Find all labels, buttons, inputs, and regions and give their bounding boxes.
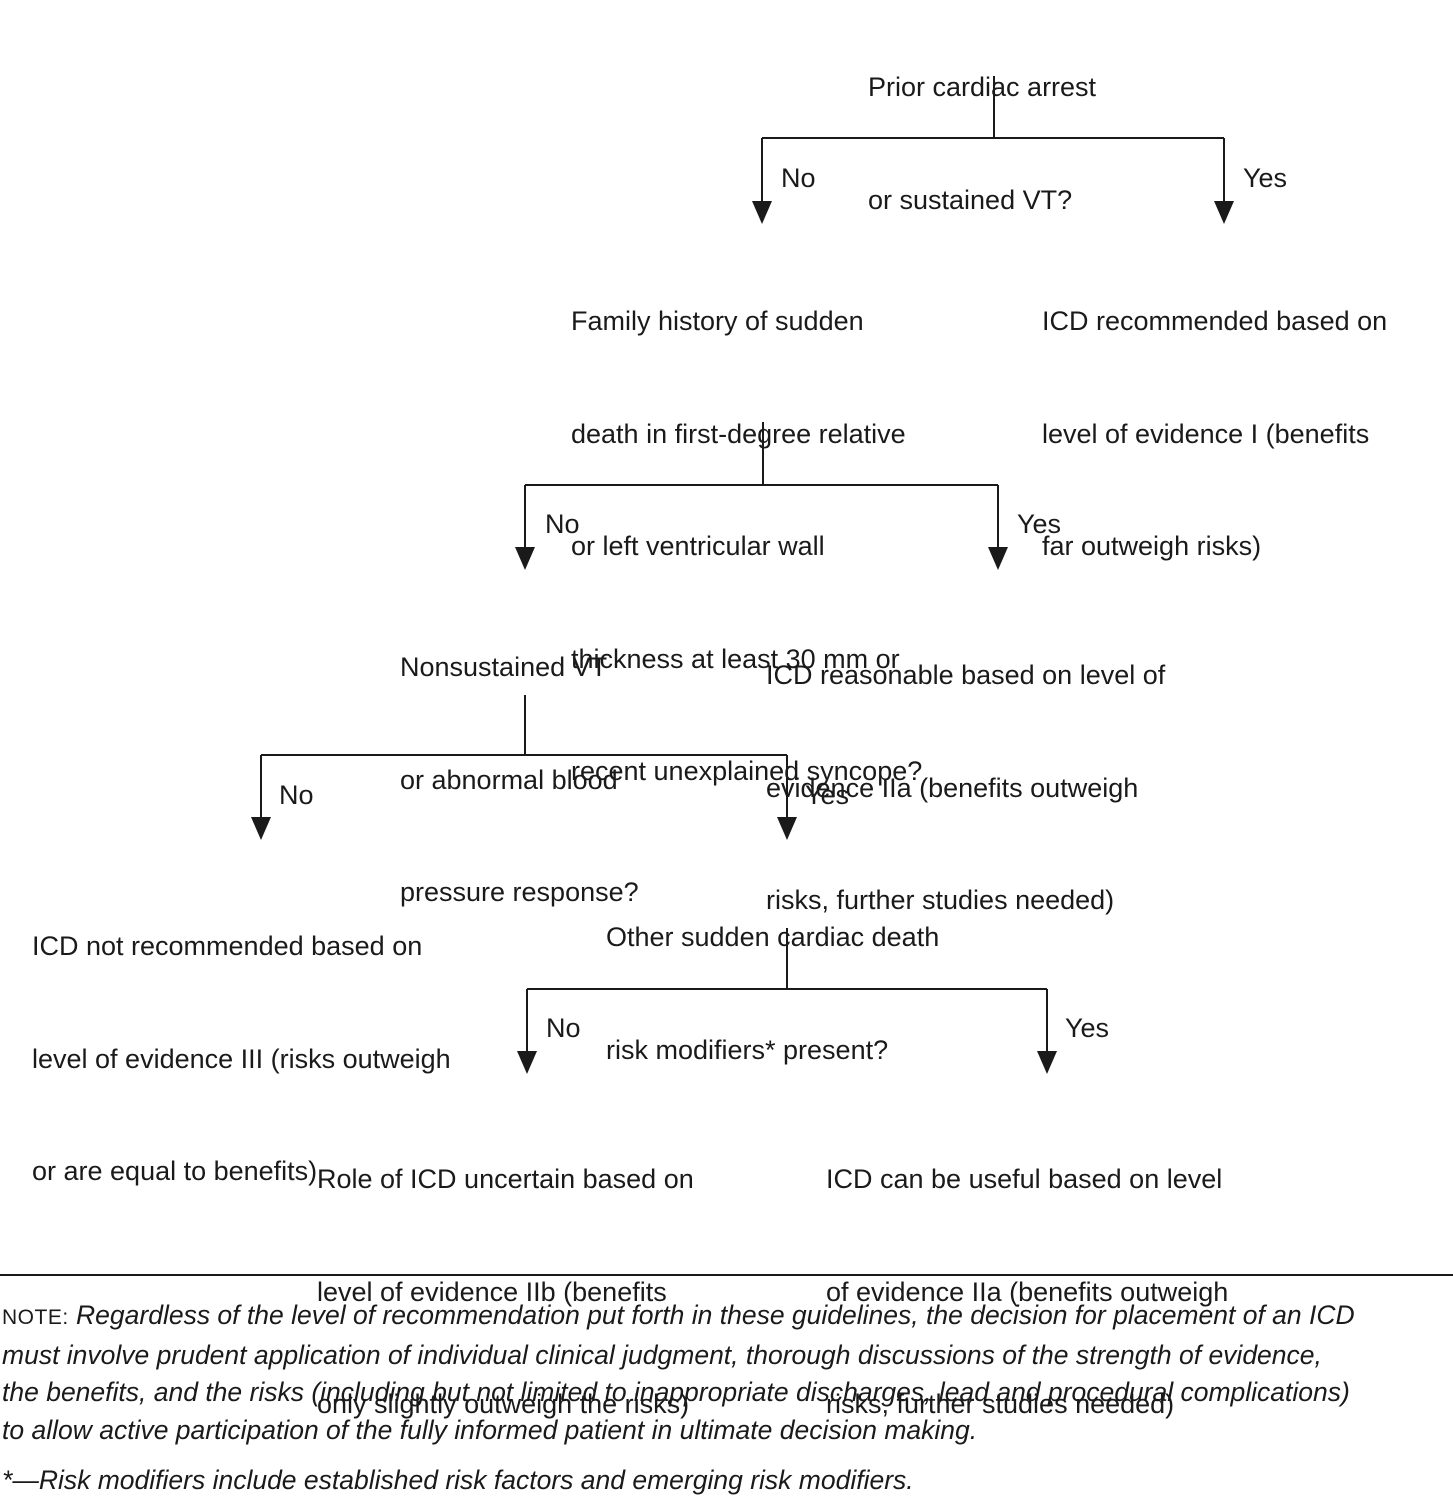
node-line: or left ventricular wall <box>571 531 825 561</box>
result-icd-uncertain: Role of ICD uncertain based on level of … <box>317 1086 694 1461</box>
question-prior-cardiac-arrest: Prior cardiac arrest or sustained VT? <box>868 0 1096 257</box>
note-line: must involve prudent application of indi… <box>2 1339 1322 1370</box>
node-line: of evidence IIa (benefits outweigh <box>826 1276 1229 1307</box>
note-line: the benefits, and the risks (including b… <box>2 1377 1350 1408</box>
result-icd-can-be-useful: ICD can be useful based on level of evid… <box>826 1086 1228 1461</box>
branch-label-yes: Yes <box>1017 509 1062 539</box>
node-line: or are equal to benefits) <box>32 1156 318 1186</box>
branch-label-yes: Yes <box>1065 1013 1110 1043</box>
node-line: ICD reasonable based on level of <box>766 660 1166 690</box>
node-line: recent unexplained syncope? <box>571 756 923 786</box>
node-line: level of evidence III (risks outweigh <box>32 1043 451 1074</box>
node-line: ICD recommended based on <box>1042 306 1388 336</box>
arrowhead-q3-no <box>251 817 271 840</box>
result-icd-not-recommended: ICD not recommended based on level of ev… <box>32 853 451 1228</box>
note-divider <box>0 1274 1453 1276</box>
node-line: risks, further studies needed) <box>826 1389 1175 1419</box>
node-line: Role of ICD uncertain based on <box>317 1164 694 1194</box>
node-line: level of evidence IIb (benefits <box>317 1276 667 1307</box>
node-line: ICD not recommended based on <box>32 931 423 961</box>
arrowhead-q4-yes <box>1037 1051 1057 1074</box>
node-line: risk modifiers* present? <box>606 1034 889 1065</box>
arrowhead-q2-yes <box>988 547 1008 570</box>
result-icd-reasonable: ICD reasonable based on level of evidenc… <box>766 582 1165 957</box>
branch-label-no: No <box>546 1013 581 1043</box>
arrowhead-q1-no <box>752 201 772 224</box>
node-line: risks, further studies needed) <box>766 885 1115 915</box>
node-line: evidence IIa (benefits outweigh <box>766 772 1139 803</box>
node-line: far outweigh risks) <box>1042 531 1262 561</box>
branch-label-yes: Yes <box>805 780 850 810</box>
node-line: Other sudden cardiac death <box>606 922 940 952</box>
arrowhead-q3-yes <box>777 817 797 840</box>
node-line: or sustained VT? <box>868 184 1073 215</box>
question-risk-modifiers: Other sudden cardiac death risk modifier… <box>606 844 939 1107</box>
branch-label-no: No <box>545 509 580 539</box>
arrowhead-q4-no <box>517 1051 537 1074</box>
note-label: NOTE: <box>2 1306 69 1329</box>
node-line: pressure response? <box>400 877 639 907</box>
note-line: NOTE: Regardless of the level of recomme… <box>2 1297 1452 1337</box>
node-line: only slightly outweigh the risks) <box>317 1389 690 1419</box>
note-line: to allow active participation of the ful… <box>2 1414 978 1445</box>
node-line: thickness at least 30 mm or <box>571 643 900 674</box>
branch-label-no: No <box>279 780 314 810</box>
question-family-history: Family history of sudden death in first-… <box>571 228 922 828</box>
note-block: NOTE: Regardless of the level of recomme… <box>2 1297 1452 1449</box>
node-line: ICD can be useful based on level <box>826 1164 1223 1194</box>
node-line: Prior cardiac arrest <box>868 72 1097 102</box>
node-line: or abnormal blood <box>400 764 618 795</box>
note-text: Regardless of the level of recommendatio… <box>68 1300 1355 1330</box>
node-line: death in first-degree relative <box>571 418 906 449</box>
arrowhead-q1-yes <box>1214 201 1234 224</box>
branch-label-no: No <box>781 163 816 193</box>
node-line: Family history of sudden <box>571 306 864 336</box>
result-icd-recommended: ICD recommended based on level of eviden… <box>1042 228 1387 603</box>
node-line: Nonsustained VT <box>400 652 608 682</box>
node-line: level of evidence I (benefits <box>1042 418 1370 449</box>
branch-label-yes: Yes <box>1243 163 1288 193</box>
footnote-risk-modifiers: *—Risk modifiers include established ris… <box>2 1465 914 1495</box>
arrowhead-q2-no <box>515 547 535 570</box>
question-nonsustained-vt: Nonsustained VT or abnormal blood pressu… <box>400 574 639 949</box>
